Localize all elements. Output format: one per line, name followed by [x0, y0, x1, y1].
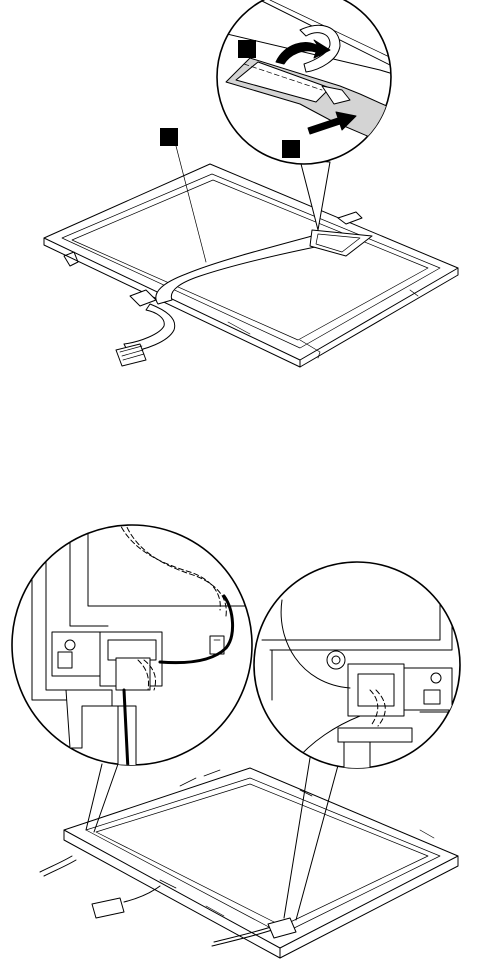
left-zoom-circle	[12, 520, 256, 770]
upper-panel	[44, 0, 458, 367]
step-marker-1	[160, 128, 178, 146]
lcd-panel	[44, 164, 458, 367]
step-marker-3	[282, 140, 300, 158]
right-zoom-circle	[254, 560, 460, 780]
step-marker-2	[238, 40, 256, 58]
lower-panel	[12, 520, 460, 958]
